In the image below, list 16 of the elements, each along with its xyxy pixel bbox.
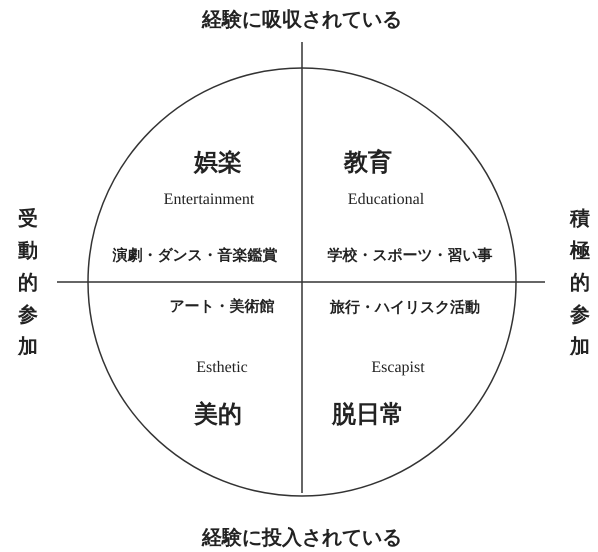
- quadrant-title: 娯楽: [194, 147, 242, 178]
- axis-label: 積極的参加: [570, 205, 590, 360]
- axis-label: 受動的参加: [18, 205, 38, 360]
- axis-label: 経験に吸収されている: [202, 6, 402, 33]
- quadrant-title: 教育: [344, 147, 392, 178]
- example-text: 旅行・ハイリスク活動: [330, 296, 480, 318]
- example-text: アート・美術館: [170, 296, 274, 317]
- axis-label: 経験に投入されている: [202, 524, 402, 551]
- example-text: 学校・スポーツ・習い事: [328, 244, 492, 266]
- english-term: Escapist: [371, 358, 425, 378]
- quadrant-title: 脱日常: [332, 399, 404, 430]
- english-term: Esthetic: [196, 358, 248, 378]
- english-term: Entertainment: [164, 190, 254, 210]
- english-term: Educational: [348, 190, 424, 210]
- example-text: 演劇・ダンス・音楽鑑賞: [112, 244, 278, 266]
- quadrant-title: 美的: [194, 399, 242, 430]
